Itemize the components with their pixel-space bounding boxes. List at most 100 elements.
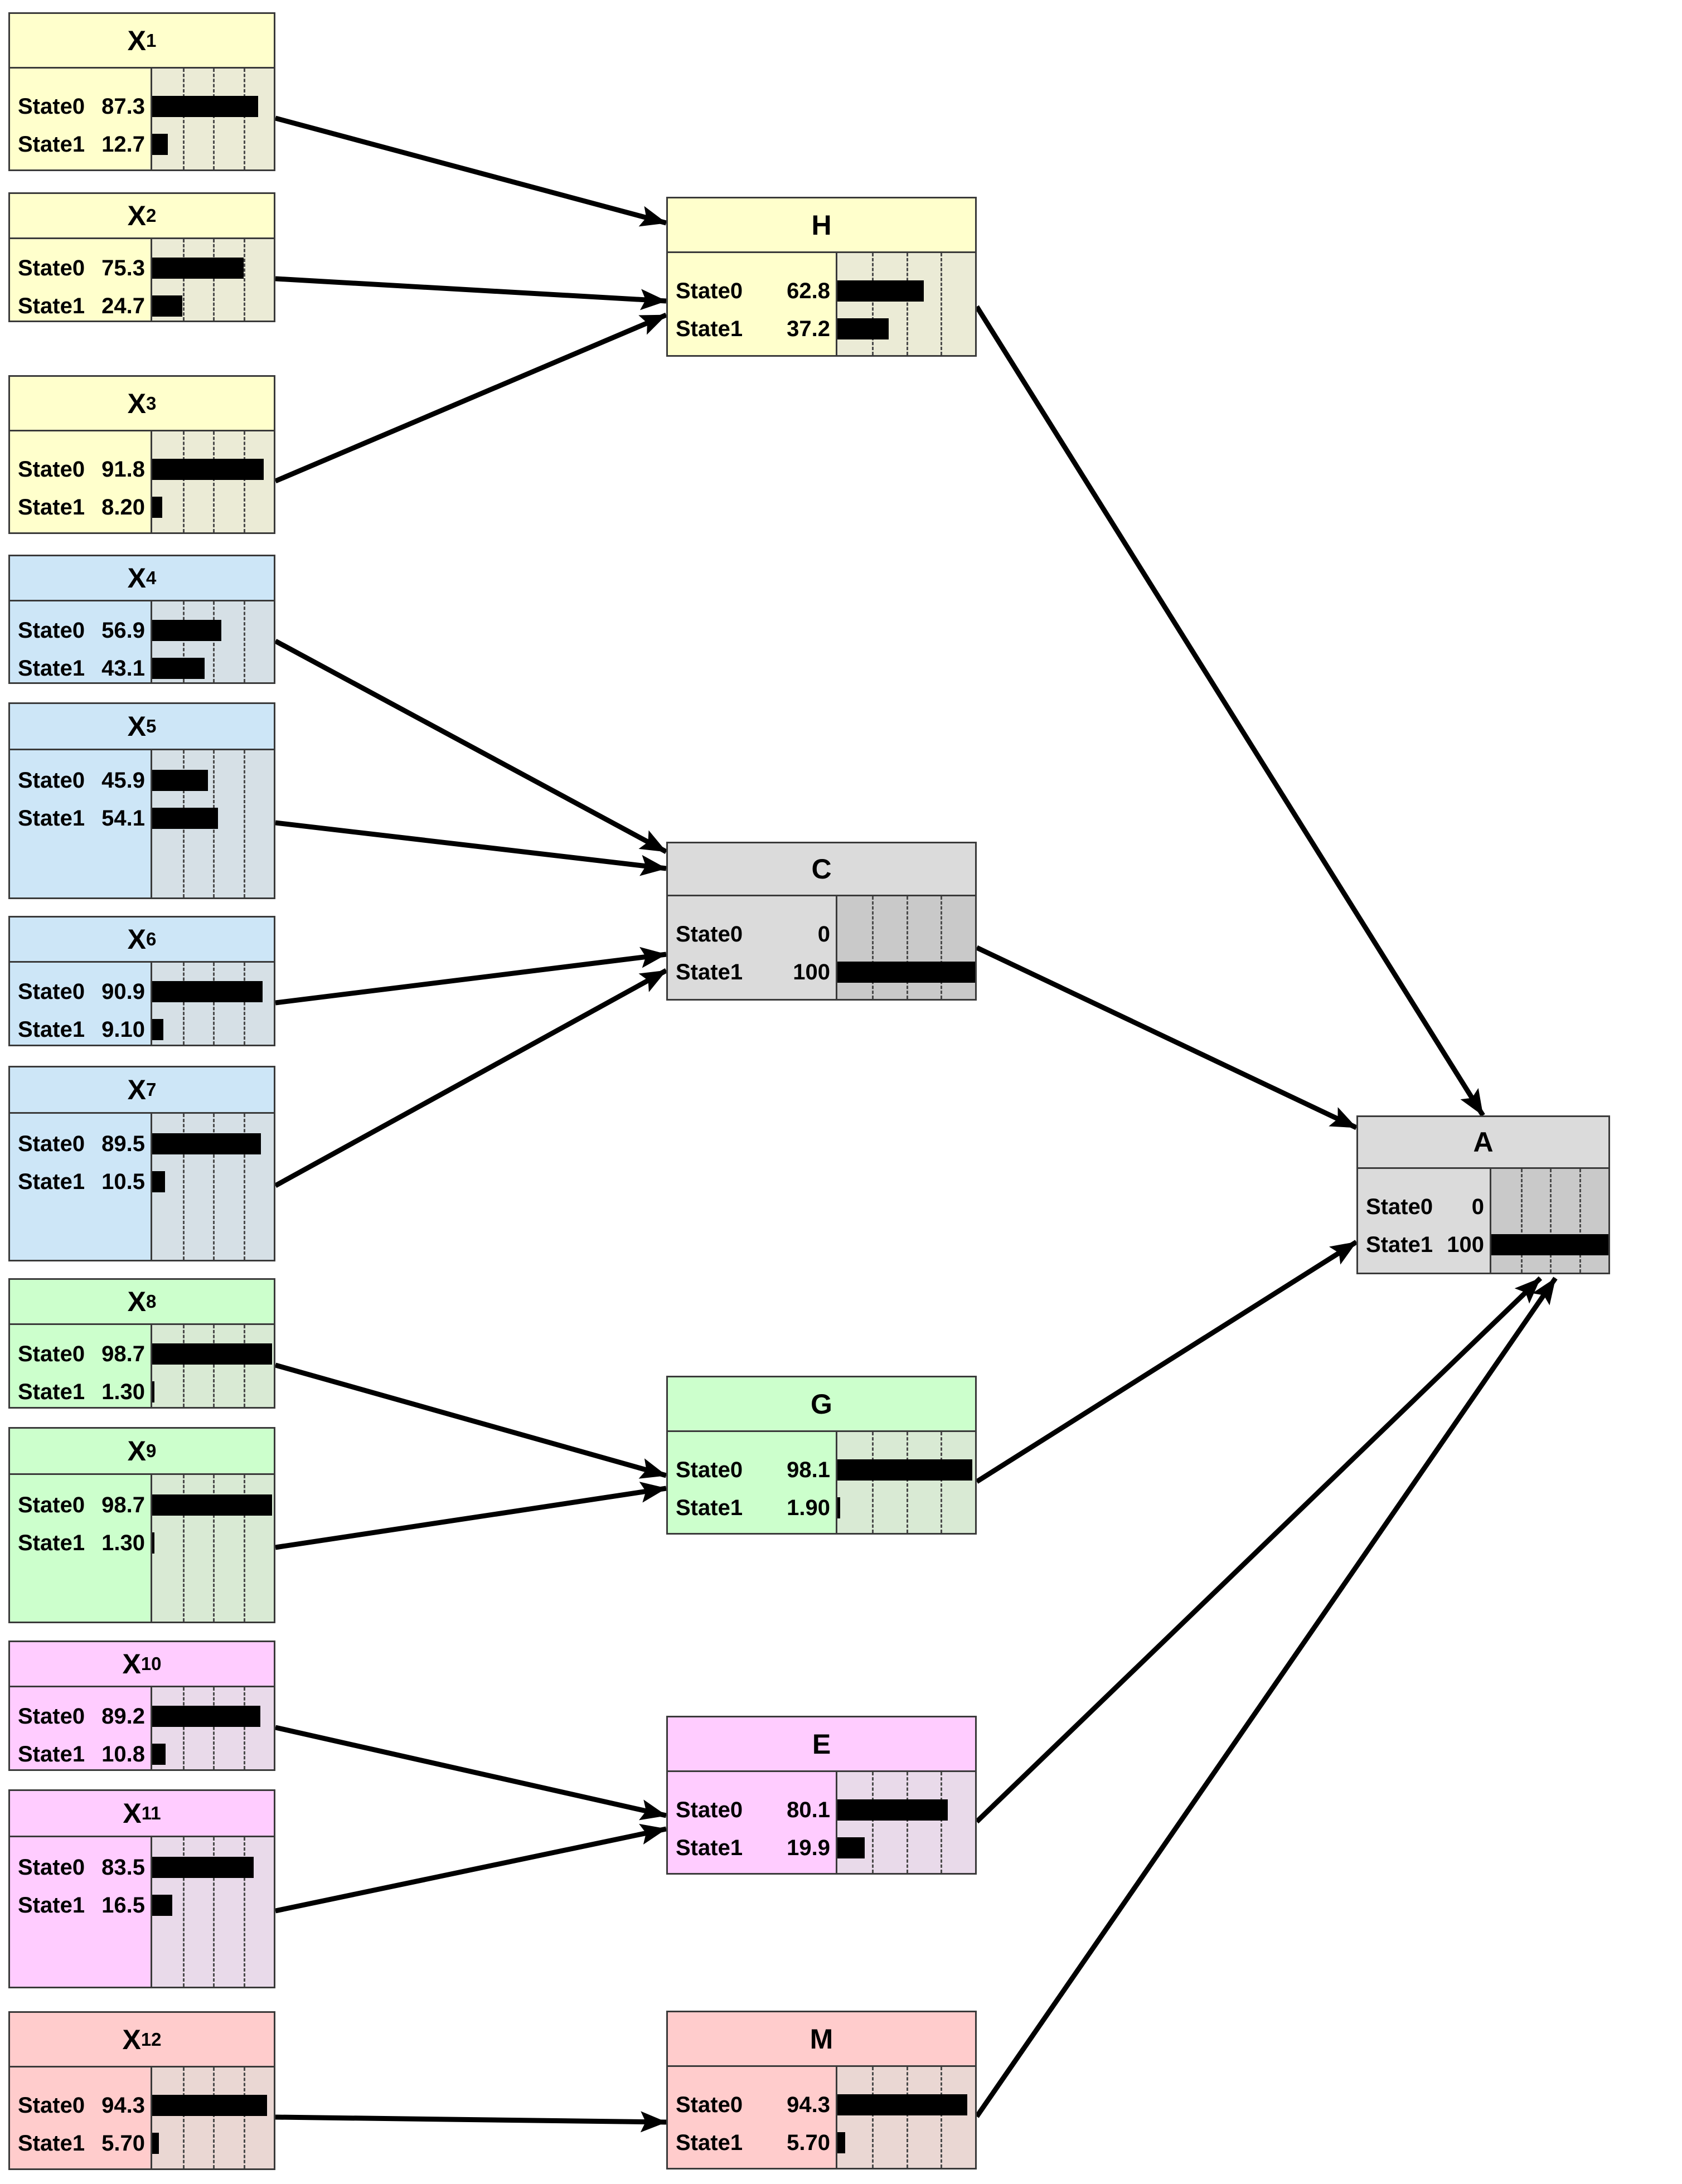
- probability-bar-area: [151, 431, 274, 532]
- state-value: 100: [793, 959, 830, 984]
- gridline-25pct: [182, 1475, 185, 1622]
- gridline-25pct: [182, 1837, 185, 1987]
- probability-bar: [837, 1837, 865, 1858]
- probability-bar: [837, 1799, 948, 1821]
- node-title-text: X: [127, 924, 146, 955]
- gridline-25pct: [182, 69, 185, 169]
- state-label: State1: [18, 293, 85, 318]
- node-title-text: X: [127, 1074, 146, 1105]
- state-value: 5.70: [787, 2130, 830, 2155]
- bar-row: [152, 649, 274, 687]
- probability-bar: [837, 962, 975, 983]
- gridline-75pct: [243, 750, 245, 897]
- state-label: State0: [676, 1457, 743, 1482]
- state-label: State0: [676, 278, 743, 303]
- gridline-75pct: [243, 239, 245, 321]
- state-label: State1: [18, 2130, 85, 2156]
- state-label: State1: [18, 1017, 85, 1042]
- state-value: 12.7: [101, 132, 145, 157]
- probability-bar-area: [151, 1114, 274, 1260]
- bar-row: [152, 249, 274, 287]
- state-label: State0: [1366, 1194, 1433, 1219]
- node-title-text: C: [811, 853, 832, 885]
- probability-bar: [152, 2095, 267, 2116]
- probability-bar-area: [151, 963, 274, 1045]
- node-title: G: [668, 1377, 975, 1432]
- gridline-50pct: [906, 896, 908, 999]
- bars-column: [837, 2067, 975, 2168]
- state-value: 90.9: [101, 979, 145, 1004]
- bar-row: [837, 1791, 975, 1829]
- state-value: 56.9: [101, 618, 145, 643]
- gridline-25pct: [871, 1772, 874, 1873]
- gridline-50pct: [213, 963, 215, 1045]
- gridline-50pct: [213, 239, 215, 321]
- state-label: State1: [676, 1835, 743, 1860]
- probability-bar: [152, 1532, 154, 1554]
- probability-bar: [152, 1343, 273, 1365]
- gridline-25pct: [871, 1432, 874, 1533]
- probability-bar-area: [151, 1325, 274, 1407]
- probability-bar: [152, 258, 244, 279]
- gridline-25pct: [1520, 1169, 1523, 1273]
- gridline-25pct: [182, 963, 185, 1045]
- state-label: State0: [676, 921, 743, 947]
- bar-row: [152, 450, 274, 488]
- bar-row: [152, 125, 274, 163]
- state-value: 100: [1447, 1232, 1484, 1257]
- state-label: State1: [676, 2130, 743, 2155]
- state-value: 10.5: [101, 1169, 145, 1194]
- state-label: State1: [18, 1741, 85, 1766]
- edge-arrow-e-to-a: [975, 1276, 1543, 1824]
- state-value: 75.3: [101, 255, 145, 280]
- state-value: 91.8: [101, 457, 145, 482]
- gridline-50pct: [213, 69, 215, 169]
- node-title: H: [668, 198, 975, 253]
- node-title-text: M: [810, 2023, 833, 2055]
- state-value: 98.1: [787, 1457, 830, 1482]
- edge-arrow-x2-to-h: [275, 276, 667, 310]
- bars-column: [152, 431, 274, 532]
- bars-column: [152, 1114, 274, 1260]
- gridline-50pct: [213, 1114, 215, 1260]
- bars-column: [1491, 1169, 1608, 1273]
- state-value: 16.5: [101, 1892, 145, 1918]
- bar-row: [152, 1524, 274, 1562]
